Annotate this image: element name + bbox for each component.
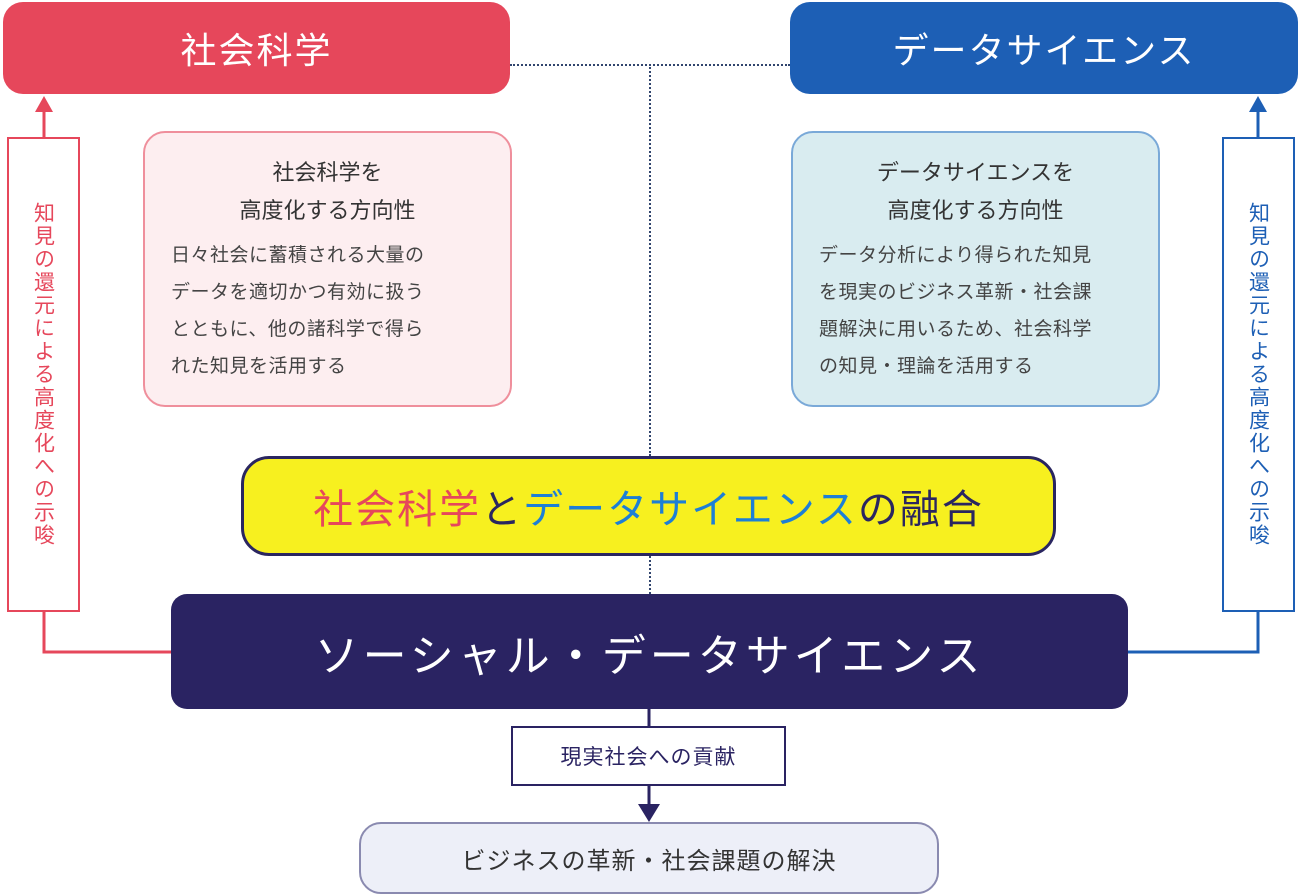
social-data-science-label: ソーシャル・データサイエンス xyxy=(314,630,985,682)
down-arrowhead xyxy=(638,804,660,822)
right-arrowhead xyxy=(1249,96,1267,112)
fusion-and: と xyxy=(481,487,524,533)
fusion-box: 社会科学とデータサイエンスの融合 xyxy=(241,456,1056,556)
data-science-direction-title: データサイエンスを 高度化する方向性 xyxy=(876,161,1075,224)
social-science-direction-body: 日々社会に蓄積される大量の データを適切かつ有効に扱う とともに、他の諸科学で得… xyxy=(171,244,425,377)
data-science-header-label: データサイエンス xyxy=(892,31,1196,72)
social-data-science-box: ソーシャル・データサイエンス xyxy=(171,594,1128,709)
result-label: ビジネスの革新・社会課題の解決 xyxy=(461,846,837,875)
dotted-connector-vertical-upper xyxy=(649,64,651,456)
contribution-label: 現実社会への貢献 xyxy=(560,745,737,769)
social-science-direction-panel: 社会科学を 高度化する方向性 日々社会に蓄積される大量の データを適切かつ有効に… xyxy=(143,131,512,407)
social-science-header-label: 社会科学 xyxy=(180,31,333,72)
right-feedback-note: 知見の還元による高度化への示唆 xyxy=(1222,137,1295,612)
left-feedback-note-text: 知見の還元による高度化への示唆 xyxy=(31,202,56,547)
fusion-social-science: 社会科学 xyxy=(313,487,482,533)
left-feedback-note: 知見の還元による高度化への示唆 xyxy=(7,137,80,612)
left-arrowhead xyxy=(35,96,53,112)
social-science-header: 社会科学 xyxy=(3,2,510,94)
fusion-data-science: データサイエンス xyxy=(523,487,858,533)
fusion-suffix: の融合 xyxy=(857,487,984,533)
data-science-header: データサイエンス xyxy=(790,2,1298,94)
result-box: ビジネスの革新・社会課題の解決 xyxy=(359,822,939,894)
right-feedback-note-text: 知見の還元による高度化への示唆 xyxy=(1246,202,1271,547)
data-science-direction-panel: データサイエンスを 高度化する方向性 データ分析により得られた知見 を現実のビジ… xyxy=(791,131,1160,407)
contribution-label-box: 現実社会への貢献 xyxy=(511,726,786,786)
dotted-connector-vertical-lower xyxy=(649,556,651,594)
social-science-direction-title: 社会科学を 高度化する方向性 xyxy=(239,161,416,224)
data-science-direction-body: データ分析により得られた知見 を現実のビジネス革新・社会課 題解決に用いるため、… xyxy=(819,244,1093,377)
